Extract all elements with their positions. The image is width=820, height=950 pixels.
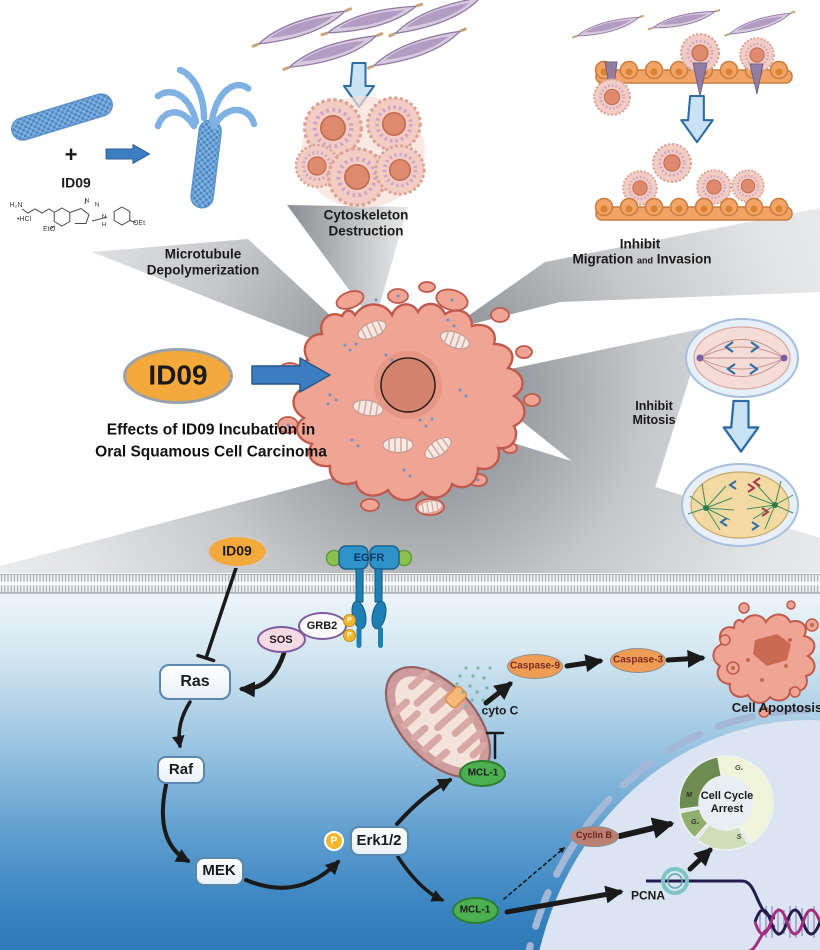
mcl1-nuc-oval <box>452 897 499 924</box>
matrix-membrane-top <box>592 32 793 117</box>
vdac-channel <box>444 685 468 709</box>
struct-eto: EtO <box>42 226 56 234</box>
phase-g1-label: G₁ <box>735 765 743 773</box>
microtubule-label-2: Depolymerization <box>146 262 260 278</box>
ras-label: Ras <box>180 673 210 691</box>
and-word: and <box>636 255 653 266</box>
egfr-p-site-2 <box>343 629 356 642</box>
mcl1-mito-label: MCL-1 <box>467 767 499 779</box>
cell-speckles <box>286 294 480 482</box>
migration-word: Migration <box>572 251 634 267</box>
cell-cycle-wheel <box>678 755 774 851</box>
title-line-1: Effects of ID09 Incubation in <box>106 421 316 439</box>
mitosis-label-1: Inhibit <box>635 399 673 414</box>
cytoc-label: cyto C <box>481 703 519 718</box>
cytoskeleton-panel <box>247 0 493 208</box>
mitosis-label-2: Mitosis <box>632 413 676 428</box>
cyclinb-oval <box>570 826 619 847</box>
id09-effector-label: ID09 <box>148 359 208 391</box>
migration-panel <box>569 8 799 221</box>
plus-sign: + <box>64 141 78 167</box>
mek-node <box>195 857 244 886</box>
invasion-word: Invasion <box>656 251 712 267</box>
id09-effector-oval <box>123 348 233 404</box>
mitochondrion <box>384 665 492 779</box>
sos-oval <box>257 626 306 653</box>
egfr-p-label-2: P <box>347 631 352 639</box>
apoptotic-cell <box>712 600 819 718</box>
raf-node <box>157 756 205 784</box>
cellcycle-label-2: Arrest <box>710 802 744 815</box>
compound-name: ID09 <box>61 174 91 191</box>
carcinoma-cell <box>277 281 541 516</box>
erk-node <box>350 826 409 856</box>
struct-oet: OEt <box>132 220 146 228</box>
sos-label: SOS <box>269 633 293 646</box>
id09-pathway-label: ID09 <box>222 542 252 559</box>
caspase3-label: Caspase-3 <box>612 654 664 666</box>
phase-m-label: M <box>686 792 692 800</box>
pcna-label: PCNA <box>630 888 666 903</box>
plasma-membrane <box>0 574 820 594</box>
pathway-arrows <box>160 566 713 915</box>
mcl1-mito-oval <box>459 760 506 787</box>
struct-hcl: •HCl <box>16 216 32 224</box>
matrix-membrane-bottom <box>594 197 793 221</box>
erk-p-circle <box>324 831 344 851</box>
raf-label: Raf <box>168 760 194 778</box>
phase-s-label: S <box>736 834 742 842</box>
erk-label: Erk1/2 <box>356 831 402 849</box>
struct-n2: N <box>94 201 100 209</box>
egfr-label: EGFR <box>353 551 385 564</box>
cytoskeleton-label-1: Cytoskeleton <box>323 207 409 223</box>
caspase9-label: Caspase-9 <box>509 660 561 672</box>
pcna-clamp <box>661 867 689 895</box>
cell-apoptosis-label: Cell Apoptosis <box>731 699 820 715</box>
title-line-2: Oral Squamous Cell Carcinoma <box>95 443 327 461</box>
egfr-p-label-1: P <box>347 616 352 624</box>
abnormal-spindle-cell <box>681 463 799 547</box>
cellcycle-label-1: Cell Cycle <box>700 789 754 802</box>
microtubule-label-1: Microtubule <box>164 246 242 262</box>
migration-label-1: Inhibit <box>619 236 661 252</box>
id09-pathway-oval <box>207 535 268 568</box>
egfr-p-site-1 <box>343 614 356 627</box>
caspase3-oval <box>610 648 666 673</box>
depolymerized-strands <box>154 66 258 130</box>
erk-p-label: P <box>330 835 338 847</box>
metaphase-cell <box>685 318 799 398</box>
mitosis-panel <box>681 318 799 547</box>
phase-g2-label: G₂ <box>690 819 700 827</box>
microtubule-panel <box>11 66 258 230</box>
caspase9-oval <box>507 654 563 679</box>
mcl1-nuc-label: MCL-1 <box>459 904 491 916</box>
cyclinb-label: Cyclin B <box>575 830 613 841</box>
dna-replication-fork <box>646 867 820 950</box>
grb2-label: GRB2 <box>306 619 338 632</box>
migration-label-2: Migration and Invasion <box>572 251 712 268</box>
struct-n3: N <box>101 213 107 221</box>
cytoskeleton-label-2: Destruction <box>328 223 404 239</box>
id09-structure <box>21 198 137 230</box>
struct-n1: N <box>84 197 90 205</box>
mek-label: MEK <box>202 861 236 879</box>
cytoc-particles <box>455 666 492 708</box>
struct-h: H <box>101 221 107 229</box>
struct-h2n: H₂N <box>9 202 23 210</box>
ras-node <box>159 664 231 700</box>
